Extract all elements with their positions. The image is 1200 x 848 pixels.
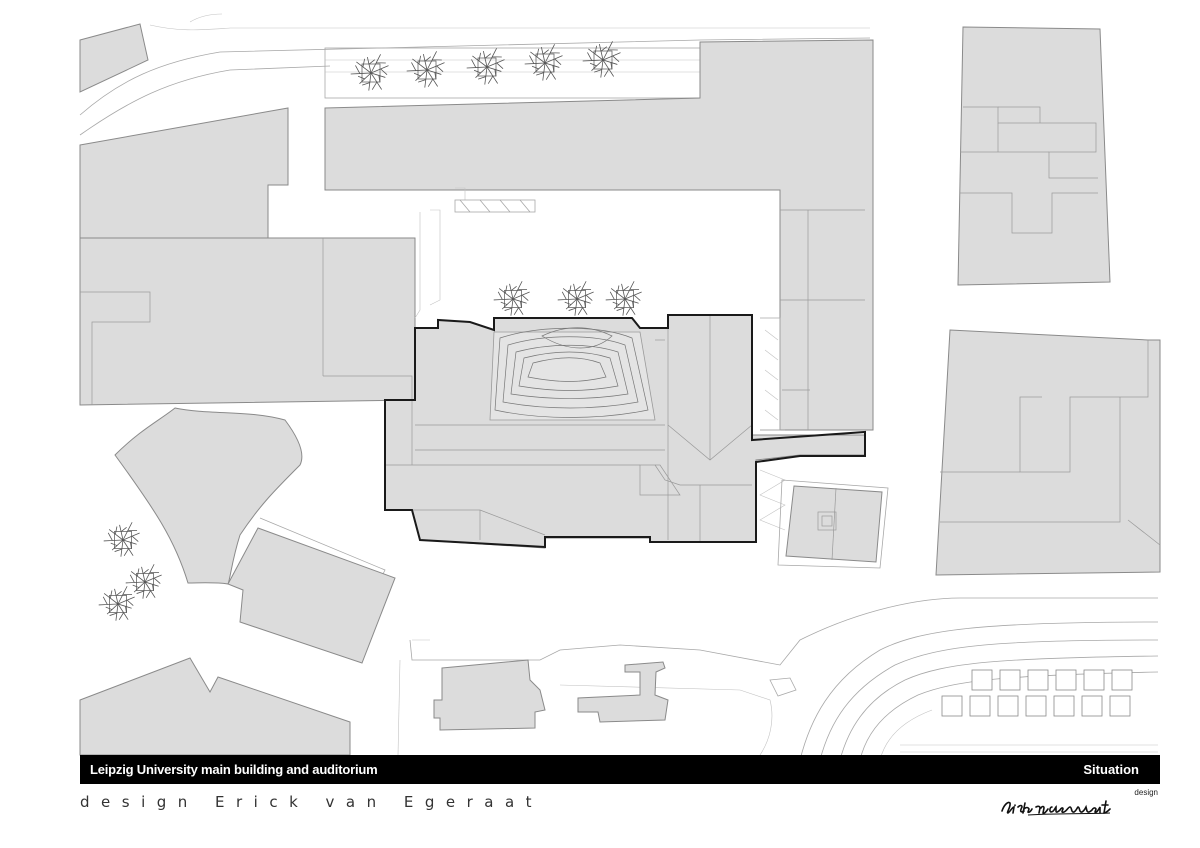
title-bar: Leipzig University main building and aud… — [80, 755, 1160, 784]
building-south-small-right — [577, 661, 669, 723]
tree — [557, 281, 594, 316]
sheet-label: Situation — [1083, 762, 1139, 777]
building-west-upper — [79, 107, 289, 239]
tree-row-courtyard — [493, 281, 642, 316]
building-south-east-pavilion — [777, 479, 889, 569]
tree — [466, 48, 505, 85]
building-plaza-pavilion — [114, 407, 303, 585]
tree — [125, 564, 162, 599]
parking-space — [1109, 695, 1131, 717]
parking-space — [971, 669, 993, 691]
parking-space — [1027, 669, 1049, 691]
tree — [350, 54, 389, 91]
courtyard-paths — [414, 187, 536, 319]
logo-design-label: design — [1134, 788, 1158, 797]
parking-space — [969, 695, 991, 717]
main-building — [384, 314, 866, 549]
building-east-upper — [957, 26, 1111, 286]
parking-space — [1083, 669, 1105, 691]
parking-space — [941, 695, 963, 717]
street-lines-top — [79, 13, 871, 136]
tree — [98, 586, 135, 621]
parking-space — [997, 695, 1019, 717]
designer-signature-logo: design — [998, 787, 1162, 821]
tree — [406, 51, 445, 88]
ramp-east — [759, 317, 786, 531]
tree-row-top — [324, 47, 701, 99]
building-north-east-wing — [324, 39, 874, 431]
signature-graphic — [1001, 800, 1111, 816]
designer-credit: design Erick van Egeraat — [80, 793, 544, 811]
building-west-lower — [79, 237, 416, 406]
tree — [493, 281, 530, 316]
tree — [605, 281, 642, 316]
building-top-left-corner — [79, 23, 149, 93]
parking-space — [1111, 669, 1133, 691]
tree — [524, 44, 563, 81]
parking-space — [999, 669, 1021, 691]
building-bottom-left — [79, 657, 351, 756]
parking-space — [1053, 695, 1075, 717]
tree — [582, 41, 621, 78]
parking-space — [1081, 695, 1103, 717]
building-south-small-left — [433, 659, 546, 731]
building-east-lower — [935, 329, 1161, 576]
tree — [103, 522, 140, 557]
parking-space — [1025, 695, 1047, 717]
parking-space — [1055, 669, 1077, 691]
parking-grid — [941, 669, 1133, 717]
project-title: Leipzig University main building and aud… — [90, 762, 378, 777]
building-south-west — [227, 517, 396, 664]
